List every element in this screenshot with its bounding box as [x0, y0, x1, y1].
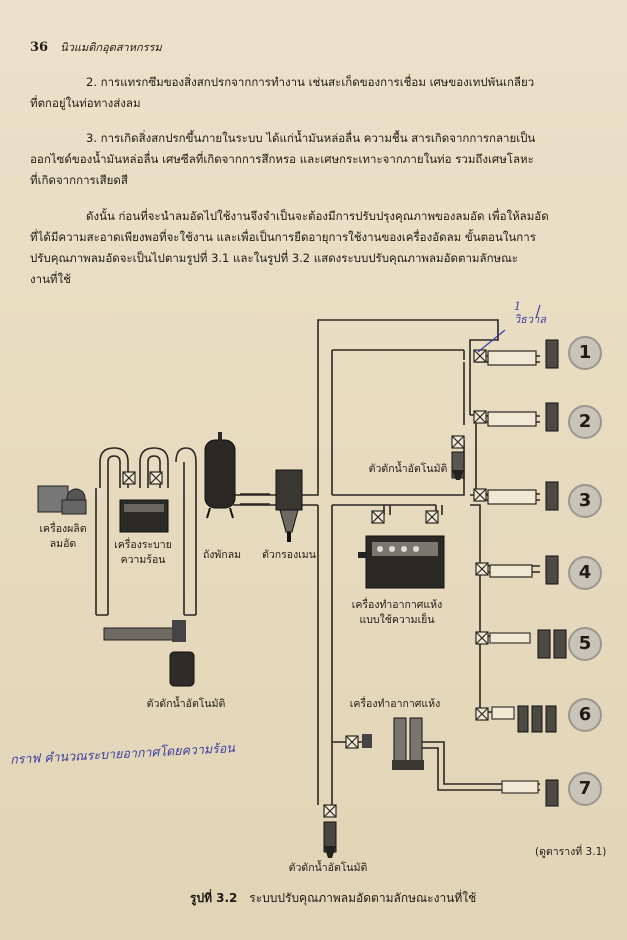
figure-title: ระบบปรับคุณภาพลมอัดตามลักษณะงานที่ใช้: [249, 891, 477, 905]
label-refrigerated-dryer: เครื่องทำอากาศแห้ง แบบใช้ความเย็น: [351, 599, 443, 626]
outlet-number-1: 1: [568, 336, 602, 370]
frl-icon: [545, 779, 559, 807]
auto-drain-bottom-icon: [323, 821, 337, 858]
label-auto-drain-mid: ตัวดักน้ำอัตโนมัติ: [368, 463, 448, 475]
outlet-number-7: 7: [568, 772, 602, 806]
outlet-number-2: 2: [568, 405, 602, 439]
aftercooler-icon: [119, 499, 169, 533]
receiver-tank-icon: [204, 432, 236, 519]
paragraph-2: 2. การแทรกซึมของสิ่งสกปรกจากการทำงาน เช่…: [30, 72, 602, 114]
outlet-number-3: 3: [568, 484, 602, 518]
p4-line4: งานที่ใช้: [30, 272, 71, 286]
frl-icon: [545, 481, 559, 511]
p3-line1: 3. การเกิดสิ่งสกปรกขึ้นภายในระบบ ได้แก่น…: [86, 131, 536, 145]
auto-drain-mid-icon: [451, 451, 465, 480]
frl-icon: [517, 705, 529, 733]
branch-pipe-left: [317, 505, 333, 805]
label-dryer: เครื่องทำอากาศแห้ง: [349, 698, 441, 710]
cooler-down-pipe: [175, 447, 197, 615]
fr-unit: [487, 411, 537, 427]
p4-line1: ดังนั้น ก่อนที่จะนำลมอัดไปใช้งานจึงจำเป็…: [86, 209, 549, 223]
frl-icon: [545, 402, 559, 432]
label-compressor: เครื่องผลิต ลมอัด: [39, 523, 87, 550]
page-header: 36 นิวแมติกอุตสาหกรรม: [30, 38, 162, 56]
refrigerated-dryer-icon: [358, 535, 445, 589]
auto-drain-left-icon: [103, 620, 195, 687]
book-title: นิวแมติกอุตสาหกรรม: [60, 41, 162, 54]
frl-icon: [545, 705, 557, 733]
frl-icon: [545, 339, 559, 369]
desiccant-dryer-icon: [362, 717, 424, 770]
fr-unit: [487, 350, 537, 366]
compressor-icon: [37, 485, 87, 515]
cooler-u-pipe-1: [99, 447, 129, 488]
figure-caption: รูปที่ 3.2 ระบบปรับคุณภาพลมอัดตามลักษณะง…: [190, 889, 476, 908]
label-tank: ถังพักลม: [202, 549, 242, 561]
label-auto-drain-left: ตัวดักน้ำอัตโนมัติ: [146, 698, 226, 710]
outlet-number-6: 6: [568, 698, 602, 732]
table-reference: (ดูตารางที่ 3.1): [535, 846, 607, 858]
p3-line2: ออกไซด์ของน้ำมันหล่อลื่น เศษซีลที่เกิดจา…: [30, 152, 534, 166]
right-riser: [463, 350, 471, 362]
page-number: 36: [30, 40, 49, 55]
p2-line1: 2. การแทรกซึมของสิ่งสกปรกจากการทำงาน เช่…: [86, 75, 535, 89]
outlet-number-5: 5: [568, 627, 602, 661]
p4-line3: ปรับคุณภาพลมอัดจะเป็นไปตามรูปที่ 3.1 และ…: [30, 251, 518, 265]
paragraph-3: 3. การเกิดสิ่งสกปรกขึ้นภายในระบบ ได้แก่น…: [30, 128, 602, 191]
label-auto-drain-bottom: ตัวดักน้ำอัตโนมัติ: [288, 862, 368, 874]
paragraph-4: ดังนั้น ก่อนที่จะนำลมอัดไปใช้งานจึงจำเป็…: [30, 206, 602, 290]
label-aftercooler: เครื่องระบาย ความร้อน: [114, 539, 172, 566]
frl-icon: [553, 629, 567, 659]
p3-line3: ที่เกิดจากการเสียดสี: [30, 173, 128, 187]
p2-line2: ที่ตกอยู่ในท่อทางส่งลม: [30, 96, 141, 110]
outlet-number-4: 4: [568, 556, 602, 590]
fr-unit: [487, 489, 537, 505]
main-filter-icon: [275, 469, 303, 542]
cooler-u-pipe-2: [139, 447, 169, 488]
fr-unit: [489, 564, 533, 578]
figure-label: รูปที่ 3.2: [190, 891, 238, 905]
handwritten-note-top: 1 วิธวาล: [514, 300, 546, 326]
frl-icon: [545, 555, 559, 585]
distribution-frame: [317, 319, 499, 356]
frl-icon: [531, 705, 543, 733]
label-main-filter: ตัวกรองเมน: [262, 549, 316, 561]
frl-icon: [537, 629, 551, 659]
p4-line2: ที่ได้มีความสะอาดเพียงพอที่จะใช้งาน และเ…: [30, 230, 536, 244]
main-pipe: [233, 330, 333, 496]
